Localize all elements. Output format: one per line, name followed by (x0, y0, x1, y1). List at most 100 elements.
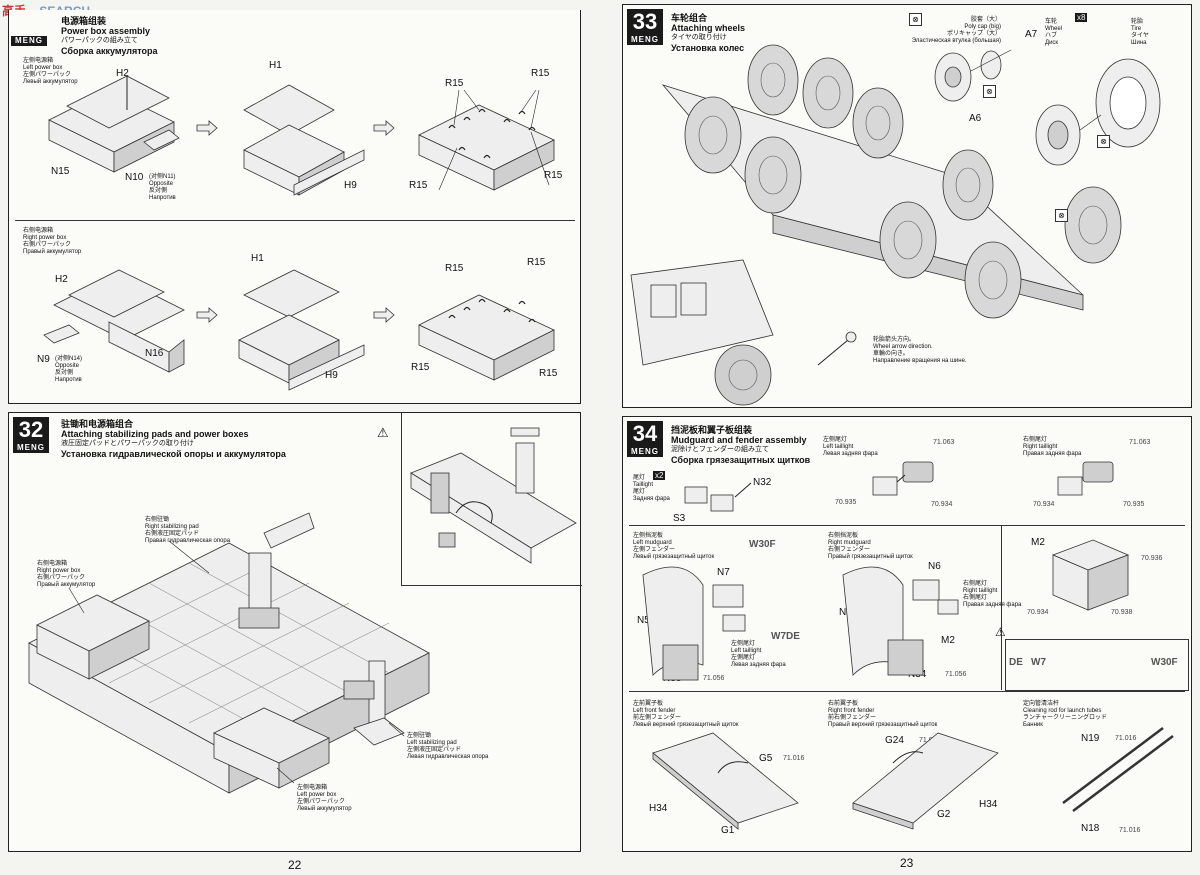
meng-logo: MENG (627, 35, 663, 45)
taillight-caption: 尾灯 Taillight 尾灯 Задняя фара (633, 475, 670, 503)
caption-ru: Левый грязезащитный щиток (633, 554, 715, 560)
step-33-panel: 33 MENG 车轮组合 Attaching wheels タイヤの取り付け У… (622, 4, 1192, 408)
note-zh: (对侧N14) (55, 356, 83, 362)
left-pad-caption: 左侧驻锄 Left stabilizing pad 左側液圧固定パッド Лева… (407, 733, 488, 761)
right-box-caption: 右侧电源箱 Right power box 右側パワーパック Правый ак… (37, 561, 95, 589)
title-ru: Установка колес (671, 43, 745, 53)
caption-en: Left mudguard (633, 540, 672, 546)
arrow-note: 轮胎箭头方向。 Wheel arrow direction. 車輪の向き。 На… (873, 337, 967, 365)
note-jp: 反対側 (149, 188, 168, 194)
caption-zh: 左侧挡泥板 (633, 533, 664, 539)
caption-en: Right power box (37, 568, 81, 574)
meng-logo: MENG (13, 443, 49, 453)
part-h9: H9 (344, 180, 357, 191)
step-33-title: 车轮组合 Attaching wheels タイヤの取り付け Установка… (671, 13, 745, 53)
right-mudguard-caption: 右侧挡泥板 Right mudguard 右側フェンダー Правый гряз… (828, 533, 913, 561)
part-h1: H1 (269, 60, 282, 71)
title-zh: 挡泥板和翼子板组装 (671, 425, 753, 435)
caption-ru: Правая гидравлическая опора (145, 538, 231, 544)
caption-ru: Правый верхний грязезащитный щиток (828, 722, 938, 728)
code-71063-left: 71.063 (933, 439, 955, 446)
part-s3: S3 (673, 513, 686, 524)
title-ru: Установка гидравлической опоры и аккумул… (61, 449, 286, 459)
code-71063-right: 71.063 (1129, 439, 1151, 446)
caption-jp: 尾灯 (633, 489, 646, 495)
note-en: Opposite (55, 363, 80, 369)
code-70934-m2: 70.934 (1027, 609, 1049, 616)
caption-ru: Левая гидравлическая опора (407, 754, 489, 760)
right-pad-caption: 右侧驻锄 Right stabilizing pad 右側液圧固定パッド Пра… (145, 517, 230, 545)
code-70936: 70.936 (1141, 555, 1163, 562)
left-power-box-caption: 左侧电源箱 Left power box 左側パワーパック Левый акку… (23, 58, 78, 86)
cleaning-rod-caption: 定向管清洁杆 Cleaning rod for launch tubes ランチ… (1023, 701, 1107, 729)
marker-box (1005, 639, 1189, 691)
caption-jp: 右側パワーパック (23, 242, 71, 248)
title-en: Attaching wheels (671, 23, 746, 33)
title-jp: 液圧固定パッドとパワーパックの取り付け (61, 440, 194, 447)
caption-ru: Эластическая втулка (большая) (911, 38, 1001, 44)
m2-box-drawing (1051, 539, 1130, 611)
part-r15-g: R15 (411, 362, 430, 373)
caption-en: Taillight (633, 482, 654, 488)
caption-en: Right taillight (963, 588, 998, 594)
title-zh: 驻锄和电源箱组合 (61, 419, 134, 429)
part-r15-e: R15 (445, 263, 464, 274)
caption-zh: 右侧尾灯 (963, 581, 988, 587)
part-n7: N7 (717, 567, 730, 578)
note-en: Opposite (149, 181, 174, 187)
note-jp: 車輪の向き。 (873, 351, 909, 357)
warning-icon: ⚠ (377, 425, 389, 440)
part-g1: G1 (721, 825, 735, 836)
marker-w7de: W7DE (771, 631, 800, 642)
caption-zh: 胶套（大） (970, 17, 1001, 23)
caption-jp: 右側フェンダー (828, 547, 871, 553)
code-70934-left: 70.934 (931, 501, 953, 508)
caption-ru: Левый аккумулятор (23, 79, 78, 85)
caption-zh: 车轮 (1045, 19, 1058, 25)
part-r15-c: R15 (409, 180, 428, 191)
note-ru: Направление вращения на шине. (873, 358, 967, 364)
caption-en: Cleaning rod for launch tubes (1023, 708, 1102, 714)
power-box-title: 电源箱组装 Power box assembly パワーパックの組み立て Сбо… (61, 16, 158, 56)
caption-jp: 前左側フェンダー (633, 715, 682, 721)
code-70934-right: 70.934 (1033, 501, 1055, 508)
part-h34-right: H34 (979, 799, 998, 810)
caption-ru: Правый аккумулятор (23, 249, 82, 255)
page-number-right: 23 (900, 856, 914, 870)
right-power-box-caption: 右侧电源箱 Right power box 右側パワーパック Правый ак… (23, 228, 81, 256)
part-n5: N5 (637, 615, 650, 626)
code-70935-right: 70.935 (1123, 501, 1145, 508)
part-n6: N6 (928, 561, 941, 572)
caption-en: Left power box (297, 792, 337, 798)
part-r15-h: R15 (539, 368, 558, 379)
caption-jp: ランチャークリーニングロッド (1023, 715, 1107, 721)
caption-ru: Правая задняя фара (1023, 451, 1082, 457)
part-h34-left: H34 (649, 803, 668, 814)
caption-ru: Левый аккумулятор (297, 806, 352, 812)
vertical-divider (1001, 525, 1002, 690)
code-71016-n18: 71.016 (1119, 827, 1141, 834)
step-number: 34 (627, 421, 663, 447)
caption-zh: 左侧尾灯 (731, 641, 756, 647)
marker-w30f: W30F (749, 539, 776, 550)
caption-en: Right power box (23, 235, 67, 241)
note-ru: Напротив (55, 377, 82, 383)
caption-jp: ハブ (1045, 33, 1058, 39)
caption-ru: Левый верхний грязезащитный щиток (633, 722, 739, 728)
caption-zh: 右前翼子板 (828, 701, 859, 707)
part-n19: N19 (1081, 733, 1100, 744)
caption-en: Right stabilizing pad (145, 524, 199, 530)
caption-jp: 右側パワーパック (37, 575, 85, 581)
title-zh: 车轮组合 (671, 13, 708, 23)
caption-zh: 左侧尾灯 (823, 437, 848, 443)
wheel-caption: 车轮 Wheel ハブ Диск (1045, 19, 1062, 47)
left-mudguard-drawing (642, 566, 746, 681)
page-number-left: 22 (288, 858, 302, 872)
circle-marker-icon: ⊗ (983, 85, 996, 98)
caption-en: Left taillight (823, 444, 854, 450)
title-ru: Сборка грязезащитных щитков (671, 455, 811, 465)
marker-w30f-2: W30F (1151, 657, 1178, 668)
title-en: Power box assembly (61, 26, 151, 36)
note-jp: 反対側 (55, 370, 74, 376)
part-r15-a: R15 (445, 78, 464, 89)
